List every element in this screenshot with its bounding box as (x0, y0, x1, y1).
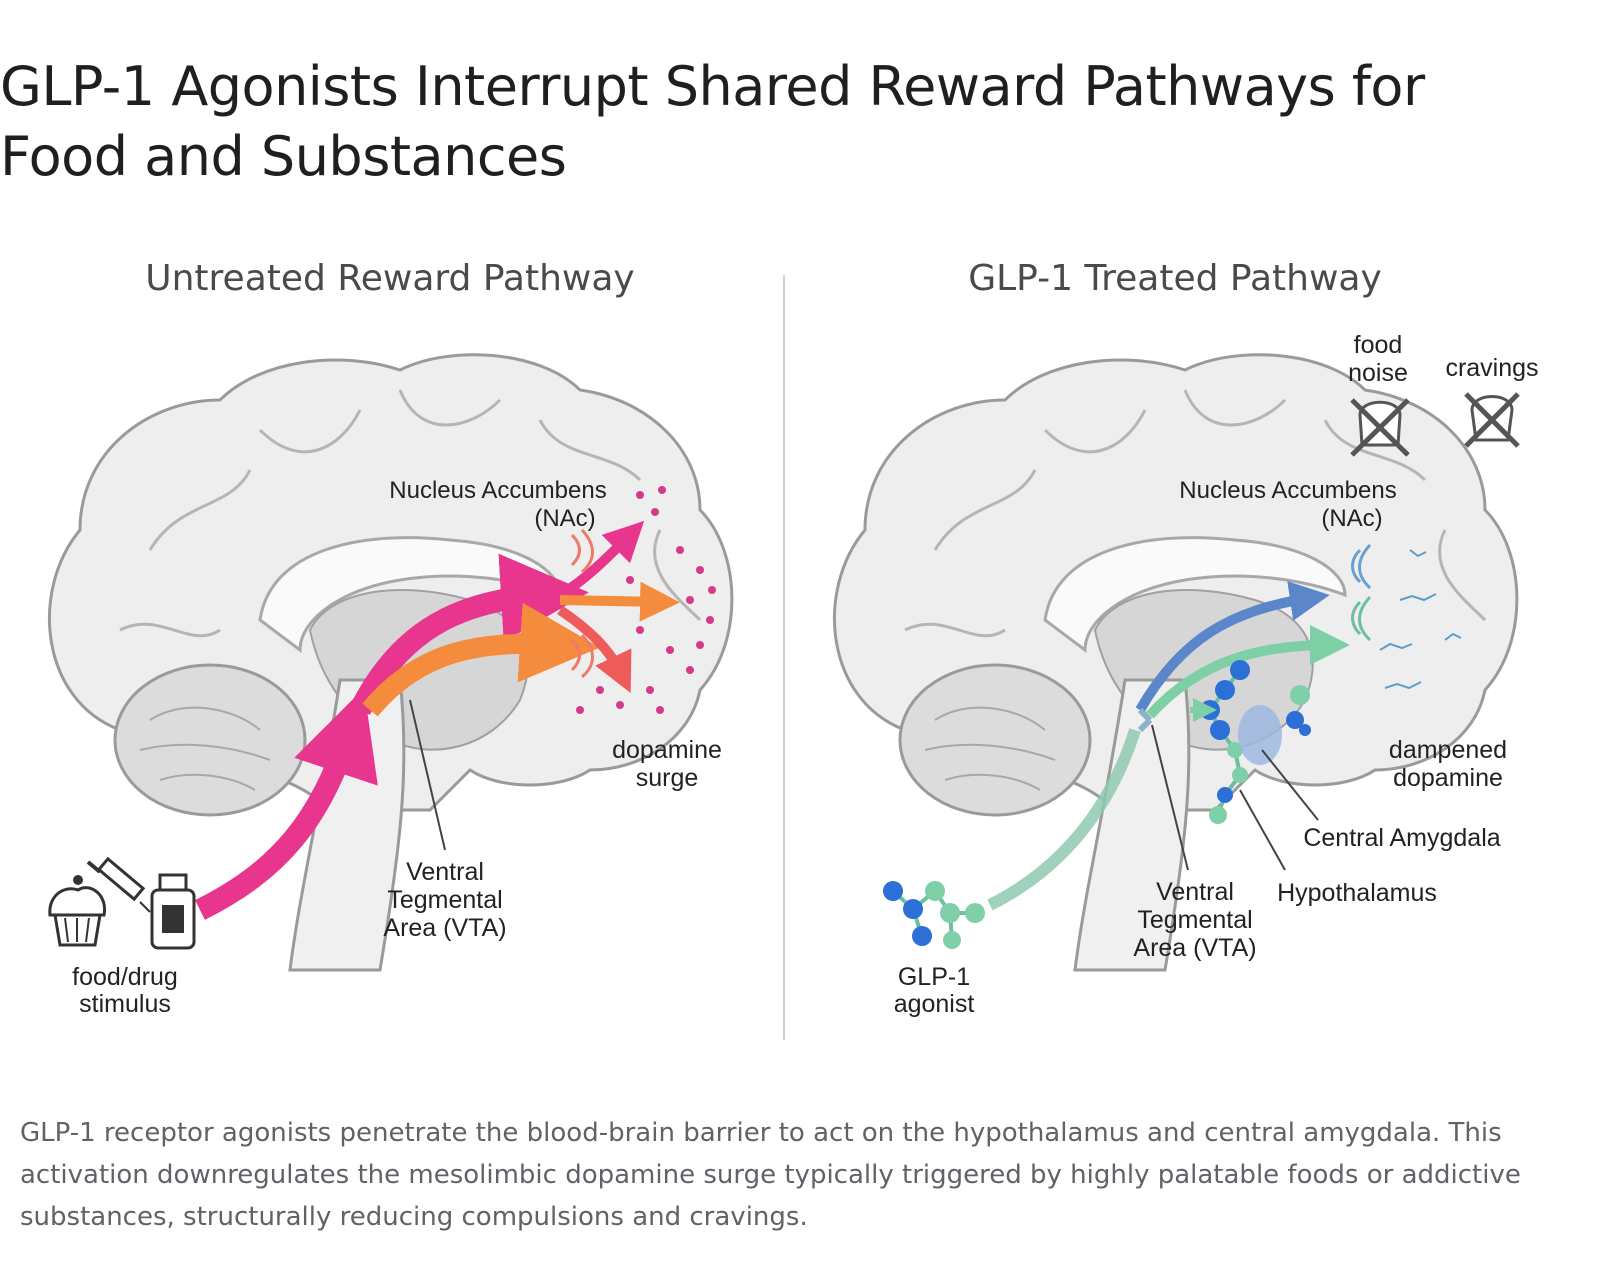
food-noise-label-2: noise (1348, 359, 1408, 387)
left-orange-arrow (362, 602, 600, 717)
left-stimulus-label-2: stimulus (79, 990, 171, 1018)
page-title: GLP-1 Agonists Interrupt Shared Reward P… (0, 55, 1425, 188)
left-nac-arrow-right (559, 581, 680, 622)
central-amygdala-label: Central Amygdala (1303, 824, 1500, 852)
left-dopamine-particles (576, 486, 716, 714)
left-signal-waves-top (570, 528, 594, 574)
right-glp1-molecule-chain (1190, 660, 1311, 824)
hypothalamus-label: Hypothalamus (1277, 879, 1437, 907)
left-nac-label: Nucleus Accumbens (389, 477, 606, 504)
left-signal-waves-bottom (570, 633, 594, 679)
agonist-label-1: GLP-1 (898, 963, 970, 991)
left-nac-abbrev: (NAc) (534, 505, 595, 532)
left-vta-label-3: Area (VTA) (383, 914, 506, 942)
left-panel-title: Untreated Reward Pathway (145, 258, 634, 299)
right-arrow-head-lower (1137, 707, 1153, 733)
right-nac-label: Nucleus Accumbens (1179, 477, 1396, 504)
right-nac-abbrev: (NAc) (1321, 505, 1382, 532)
syringe-icon (86, 856, 151, 913)
left-panel: Untreated Reward Pathway (47, 258, 734, 1018)
figure-caption: GLP-1 receptor agonists penetrate the bl… (20, 1118, 1521, 1232)
right-vta-label-2: Tegmental (1137, 906, 1252, 934)
left-nac-arrow-down (557, 605, 632, 694)
left-vta-leader-line (409, 699, 446, 851)
right-blue-arrow (1135, 581, 1330, 713)
cupcake-icon (48, 875, 107, 947)
cravings-crossed-icon (1464, 392, 1520, 448)
right-amygdala-leader-line (1261, 749, 1319, 821)
left-pink-arrow-lower (195, 688, 378, 920)
right-vta-leader-line (1151, 724, 1189, 871)
right-vta-label-1: Ventral (1156, 878, 1234, 906)
right-panel-title: GLP-1 Treated Pathway (968, 258, 1382, 299)
left-dopamine-label-2: surge (636, 764, 699, 792)
left-nac-arrow-up (557, 520, 645, 600)
left-vta-label-1: Ventral (406, 858, 484, 886)
left-vta-label-2: Tegmental (387, 886, 502, 914)
bottle-icon (150, 873, 196, 950)
glp1-agonist-molecule-icon (883, 881, 985, 949)
right-green-arrow-lower (987, 728, 1141, 911)
left-pink-arrow-upper (350, 553, 589, 715)
food-noise-label-1: food (1354, 331, 1403, 359)
right-vta-label-3: Area (VTA) (1133, 934, 1256, 962)
right-signal-waves-top (1351, 543, 1372, 590)
dampened-label-1: dampened (1389, 736, 1507, 764)
right-green-arrow-upper (1146, 625, 1350, 719)
right-faint-particles (1379, 549, 1462, 690)
right-panel: GLP-1 Treated Pathway (832, 258, 1539, 1018)
right-hypothalamus-leader-line (1239, 789, 1286, 871)
cravings-label: cravings (1445, 354, 1538, 382)
agonist-label-2: agonist (894, 990, 975, 1018)
dampened-label-2: dopamine (1393, 764, 1503, 792)
food-noise-crossed-icon (1350, 398, 1410, 457)
left-dopamine-label-1: dopamine (612, 736, 722, 764)
left-stimulus-label-1: food/drug (72, 963, 178, 991)
right-signal-waves-bottom (1351, 595, 1372, 642)
brain-diagram: Untreated Reward Pathway (47, 258, 1539, 1040)
figure: Untreated Reward Pathway (0, 250, 1600, 1070)
